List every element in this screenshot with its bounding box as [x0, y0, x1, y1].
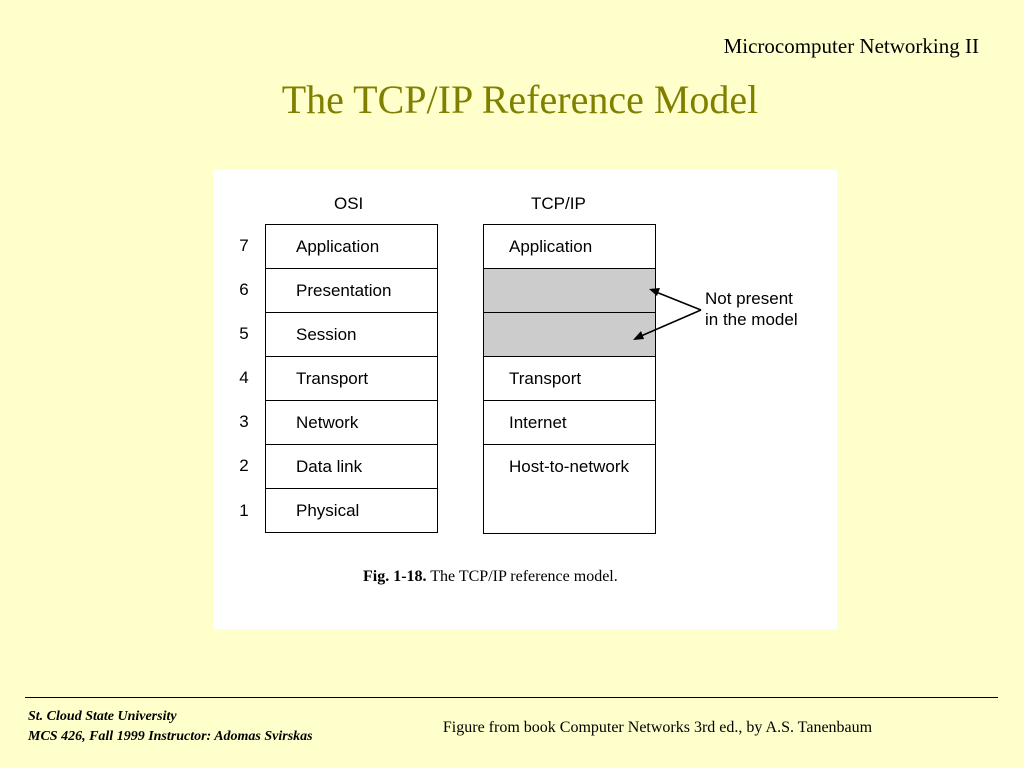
tcpip-layer-application: Application — [484, 225, 655, 269]
tcpip-absent-layer — [484, 269, 655, 313]
tcpip-layer-internet: Internet — [484, 401, 655, 445]
arrow-head-upper — [649, 288, 660, 296]
figure-source: Figure from book Computer Networks 3rd e… — [442, 719, 873, 736]
tcpip-layer-host-to-network: Host-to-network — [509, 457, 629, 476]
tcpip-layer-transport: Transport — [484, 357, 655, 401]
osi-layer: Session — [266, 313, 437, 357]
figure-caption: Fig. 1-18. The TCP/IP reference model. — [363, 568, 618, 586]
layer-number: 5 — [239, 324, 249, 343]
layer-number: 6 — [239, 280, 249, 299]
osi-layer: Physical — [296, 501, 360, 520]
osi-stack: Application Presentation Session Transpo… — [265, 224, 438, 533]
osi-layer: Application — [266, 225, 437, 269]
osi-layer: Presentation — [266, 269, 437, 313]
figure-panel: OSI TCP/IP 7 6 5 4 3 2 1 Application Pre… — [213, 170, 837, 629]
footer-divider — [25, 697, 998, 698]
tcpip-absent-layer — [484, 313, 655, 357]
layer-number: 7 — [239, 236, 249, 255]
course-info: MCS 426, Fall 1999 Instructor: Adomas Sv… — [28, 729, 313, 744]
layer-number: 1 — [239, 501, 249, 520]
layer-number: 3 — [239, 412, 249, 431]
osi-layer: Transport — [266, 357, 437, 401]
not-present-annotation: Not present in the model — [705, 288, 798, 330]
tcpip-heading: TCP/IP — [531, 194, 586, 213]
layer-number: 4 — [239, 368, 249, 387]
annotation-line: Not present — [705, 289, 793, 308]
osi-layer: Network — [266, 401, 437, 445]
arrow-head-lower — [633, 331, 644, 340]
osi-heading: OSI — [334, 194, 364, 213]
slide-title: The TCP/IP Reference Model — [281, 77, 759, 122]
university-name: St. Cloud State University — [28, 709, 177, 724]
footer-credits: St. Cloud State University MCS 426, Fall… — [28, 707, 313, 747]
caption-label: Fig. 1-18. — [363, 568, 427, 585]
layer-number: 2 — [239, 456, 249, 475]
annotation-arrows — [633, 288, 702, 340]
osi-layer: Data link — [266, 445, 437, 489]
course-name: Microcomputer Networking II — [723, 34, 979, 58]
annotation-line: in the model — [705, 310, 798, 329]
tcpip-stack: Application Transport Internet Host-to-n… — [483, 224, 656, 534]
caption-text: The TCP/IP reference model. — [426, 568, 618, 585]
arrow-line-upper — [655, 291, 702, 311]
arrow-line-lower — [640, 309, 702, 337]
